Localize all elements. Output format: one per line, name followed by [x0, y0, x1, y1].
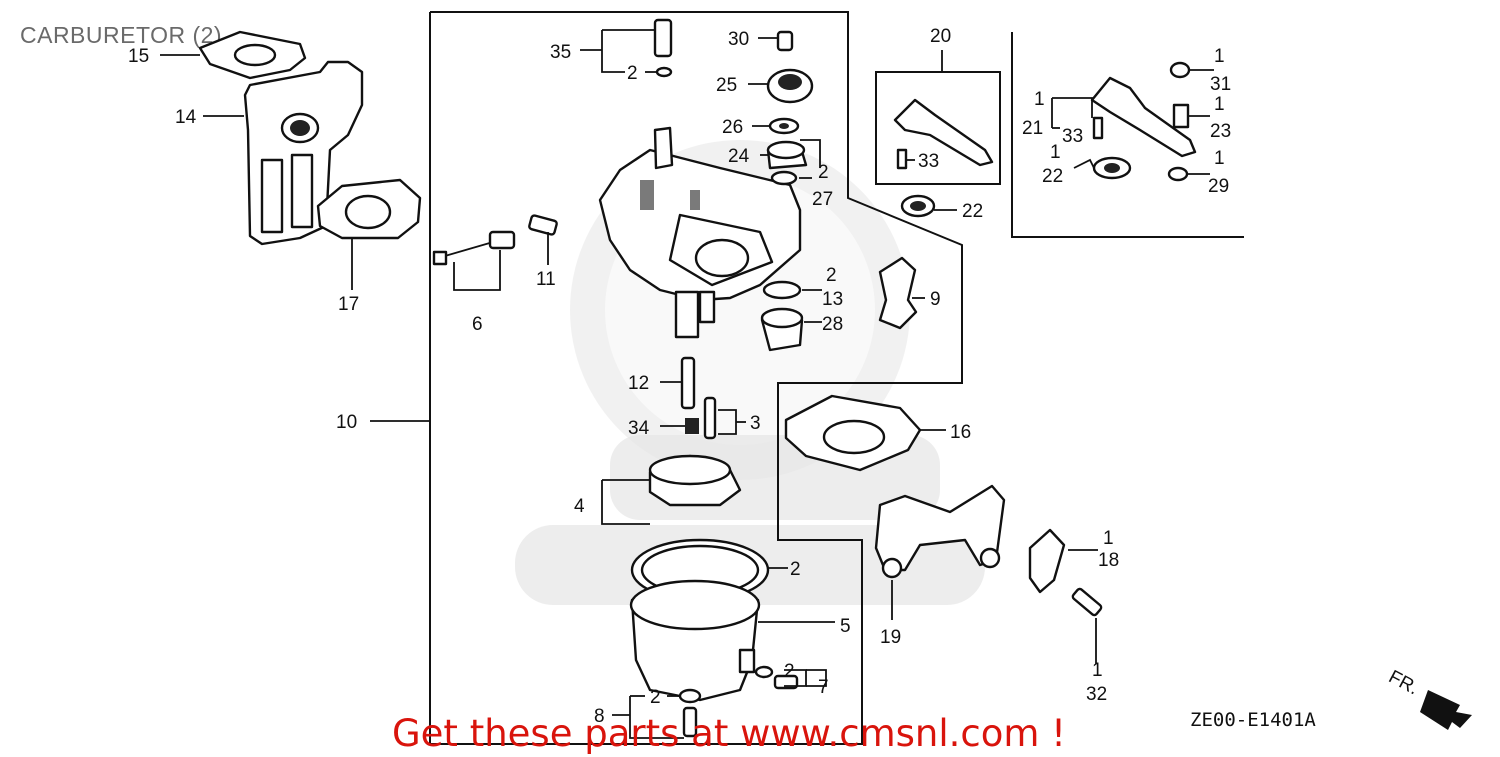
callout-33: 33 — [918, 151, 939, 172]
screw-35 — [653, 18, 673, 78]
callout-34: 34 — [628, 418, 650, 439]
callout-3: 3 — [750, 413, 761, 434]
callout-2: 2 — [650, 687, 661, 708]
sub-assembly-21-frame — [1011, 32, 1244, 238]
drain-screw-7 — [754, 665, 799, 690]
callout-15: 15 — [128, 46, 149, 67]
callout-19: 19 — [880, 627, 901, 648]
callout-13: 13 — [822, 289, 843, 310]
callout-28: 28 — [822, 314, 843, 335]
callout-2: 2 — [790, 559, 801, 580]
callout-1: 1 — [1092, 660, 1103, 681]
screw-30 — [776, 30, 794, 52]
front-direction-arrow: FR. — [1385, 666, 1472, 730]
callout-32: 32 — [1086, 684, 1107, 705]
callout-27: 27 — [812, 189, 833, 210]
callout-2: 2 — [784, 661, 795, 682]
callout-6: 6 — [472, 314, 483, 335]
lever-20 — [893, 98, 994, 170]
jet-28 — [760, 307, 804, 352]
callout-11: 11 — [536, 269, 556, 290]
callout-7: 7 — [818, 677, 829, 698]
screw-set-6 — [432, 230, 516, 266]
carburetor-assembly-frame — [429, 11, 963, 745]
page-title: CARBURETOR (2) — [20, 22, 223, 48]
callout-10: 10 — [336, 412, 357, 433]
callout-1: 1 — [1103, 528, 1114, 549]
callout-29: 29 — [1208, 176, 1229, 197]
screw-11 — [528, 214, 558, 236]
spring-22 — [900, 194, 936, 218]
float-bowl-5 — [629, 579, 761, 702]
callout-17: 17 — [338, 294, 359, 315]
callout-18: 18 — [1098, 550, 1119, 571]
callout-14: 14 — [175, 107, 197, 128]
callout-26: 26 — [722, 117, 743, 138]
callout-16: 16 — [950, 422, 971, 443]
valve-24 — [766, 140, 808, 170]
callout-2: 2 — [818, 162, 829, 183]
insulator-14 — [243, 60, 364, 246]
screw-32 — [1071, 587, 1103, 617]
callout-31: 31 — [1210, 74, 1231, 95]
leader-lines — [160, 29, 1214, 739]
callout-35: 35 — [550, 42, 571, 63]
o-ring-13 — [762, 280, 802, 300]
gasket-16 — [784, 394, 922, 472]
callout-1: 1 — [1214, 46, 1225, 67]
footer-link-text[interactable]: Get these parts at www.cmsnl.com ! — [392, 712, 1067, 755]
screw-31 — [1169, 61, 1191, 79]
cap-29 — [1167, 166, 1189, 182]
callout-1: 1 — [1050, 142, 1061, 163]
callout-2: 2 — [826, 265, 837, 286]
callout-33: 33 — [1062, 126, 1083, 147]
callout-1: 1 — [1214, 148, 1225, 169]
lever-21 — [1090, 76, 1197, 158]
float-4 — [648, 454, 742, 507]
callout-labels: 1 31 1 23 1 29 1 21 33 1 22 20 33 22 35 … — [128, 26, 1231, 727]
callout-30: 30 — [728, 29, 749, 50]
bolt-8 — [678, 688, 702, 738]
callout-24: 24 — [728, 146, 750, 167]
screw-3 — [703, 396, 717, 440]
callout-5: 5 — [840, 616, 851, 637]
callout-8: 8 — [594, 706, 605, 727]
fr-label: FR. — [1385, 666, 1422, 699]
callout-21: 21 — [1022, 118, 1043, 139]
sub-assembly-20-frame — [875, 71, 1001, 185]
callout-23: 23 — [1210, 121, 1231, 142]
diagram-code: ZE00-E1401A — [1190, 709, 1316, 731]
callout-9: 9 — [930, 289, 941, 310]
cap-25 — [766, 68, 814, 104]
spring-22-right — [1092, 156, 1132, 180]
collar-23 — [1172, 103, 1190, 129]
clip-18 — [1028, 528, 1066, 594]
callout-25: 25 — [716, 75, 737, 96]
washer-27 — [770, 170, 798, 186]
washer-26 — [768, 117, 800, 135]
callout-22: 22 — [1042, 166, 1063, 187]
carburetor-body — [598, 126, 802, 339]
needle-12 — [680, 356, 696, 410]
gasket-17 — [316, 178, 422, 240]
callout-1: 1 — [1034, 89, 1045, 110]
callout-12: 12 — [628, 373, 649, 394]
callout-20: 20 — [930, 26, 951, 47]
callout-4: 4 — [574, 496, 585, 517]
spring-34 — [685, 418, 699, 434]
gasket-15 — [198, 30, 307, 80]
callout-22: 22 — [962, 201, 983, 222]
callout-1: 1 — [1214, 94, 1225, 115]
bracket-9 — [878, 256, 918, 330]
callout-2: 2 — [627, 63, 638, 84]
stay-19 — [874, 484, 1006, 579]
